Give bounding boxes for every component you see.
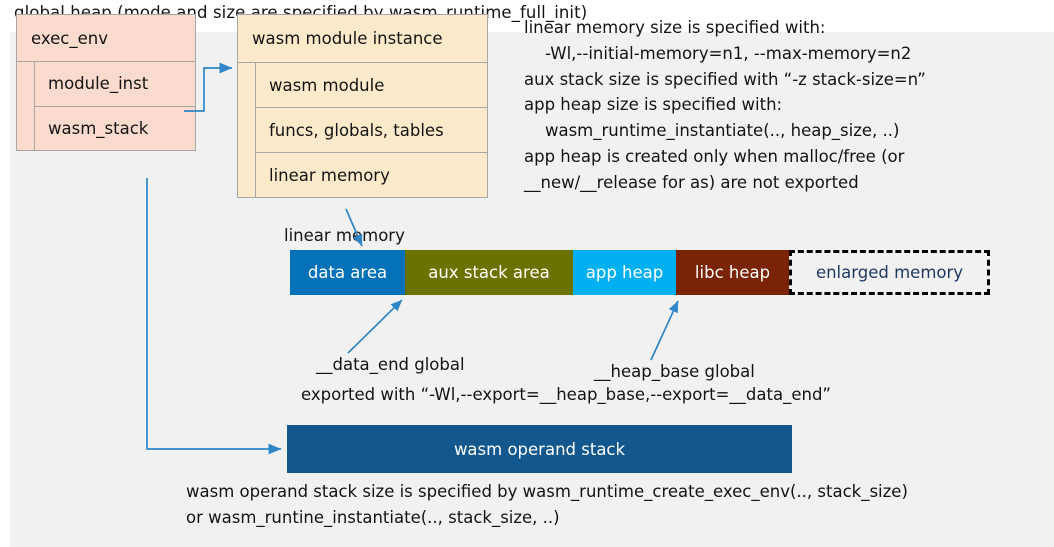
exec-env-body: module_inst wasm_stack xyxy=(17,62,195,150)
row-linear-memory: linear memory xyxy=(269,165,390,185)
annotation-data-end: __data_end global xyxy=(316,355,465,374)
row-wasm-module: wasm module xyxy=(256,63,487,108)
wasm-module-instance-gutter xyxy=(238,63,256,197)
annotation-exported-with: exported with “-Wl,--export=__heap_base,… xyxy=(301,385,831,404)
wasm-module-instance-title: wasm module instance xyxy=(238,15,487,63)
exec-env-gutter xyxy=(17,62,35,150)
memory-segment-app-heap: app heap xyxy=(573,250,676,295)
wasm-module-instance-body: wasm module funcs, globals, tables linea… xyxy=(238,63,487,197)
exec-env-row-wasm-stack: wasm_stack xyxy=(48,118,149,138)
exec-env-row-module-inst: module_inst xyxy=(35,62,195,107)
wasm-operand-stack-bar: wasm operand stack xyxy=(287,425,792,473)
linear-memory-bar: data area aux stack area app heap libc h… xyxy=(290,250,990,295)
row-funcs-globals-tables: funcs, globals, tables xyxy=(256,108,487,153)
operand-stack-notes: wasm operand stack size is specified by … xyxy=(186,482,908,527)
memory-segment-data-area: data area xyxy=(290,250,405,295)
memory-segment-aux-stack-area: aux stack area xyxy=(405,250,573,295)
annotation-heap-base: __heap_base global xyxy=(594,362,755,381)
exec-env-title: exec_env xyxy=(17,15,195,62)
linear-memory-bar-label: linear memory xyxy=(284,226,405,245)
exec-env-box: exec_env module_inst wasm_stack xyxy=(16,14,196,151)
wasm-module-instance-rows: wasm module funcs, globals, tables linea… xyxy=(256,63,487,197)
wasm-module-instance-box: wasm module instance wasm module funcs, … xyxy=(237,14,488,198)
memory-segment-libc-heap: libc heap xyxy=(676,250,789,295)
memory-segment-enlarged-memory: enlarged memory xyxy=(789,250,990,295)
linear-memory-notes: linear memory size is specified with: -W… xyxy=(524,18,926,192)
exec-env-rows: module_inst wasm_stack xyxy=(35,62,195,150)
